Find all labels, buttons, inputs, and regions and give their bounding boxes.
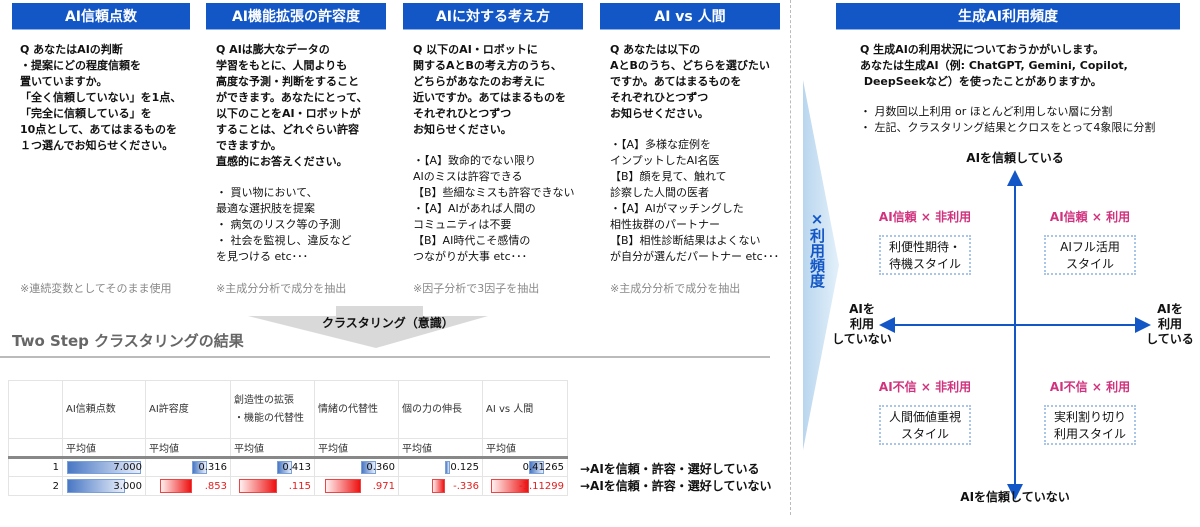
data-bar	[431, 479, 445, 493]
question-text: Q あなたは以下の AとBのうち、どちらを選びたい ですか。あてはまるものを そ…	[610, 43, 770, 120]
quadrant-style-box: AIフル活用 スタイル	[1044, 235, 1136, 275]
divider	[0, 356, 770, 358]
header-ai-trust: AI信頼点数	[12, 3, 190, 29]
value-cell: 0.316	[145, 457, 231, 477]
quadrant-style-box: 利便性期待・ 待機スタイル	[879, 235, 971, 275]
data-bar	[360, 461, 376, 474]
header-ai-attitude: AIに対する考え方	[403, 3, 583, 29]
value-cell: 3.000	[62, 476, 146, 496]
sub-header: 平均値	[145, 438, 231, 459]
data-bar	[325, 479, 361, 493]
value-text: 0.316	[198, 462, 227, 473]
quadrant-label: AI信頼 × 利用	[1049, 210, 1131, 224]
item-list: ・ 買い物において、 最適な選択肢を提案 ・ 病気のリスク等の予測 ・ 社会を監…	[216, 186, 352, 263]
cluster-id: 1	[8, 457, 63, 477]
value-cell: 0.360	[314, 457, 399, 477]
value-cell: -1.11299	[482, 476, 568, 496]
data-bar	[67, 461, 141, 474]
down-arrow-band	[248, 306, 488, 348]
data-bar	[192, 461, 208, 474]
method-note: ※連続変数としてそのまま使用	[20, 282, 172, 295]
sub-header: 平均値	[482, 438, 568, 459]
value-cell: 0.125	[398, 457, 483, 477]
data-bar	[67, 479, 126, 493]
quadrant-label: AI不信 × 利用	[1049, 380, 1131, 394]
data-bar	[276, 461, 292, 474]
sub-header: 平均値	[314, 438, 399, 459]
usage-frequency-label: ×利用頻度	[808, 210, 826, 288]
data-bar	[491, 479, 530, 493]
header-ai-tolerance: AI機能拡張の許容度	[206, 3, 386, 29]
col-header: AI信頼点数	[62, 380, 146, 439]
value-text: -.336	[453, 480, 479, 492]
value-cell: .853	[145, 476, 231, 496]
axis-label-right: AIを 利用 している	[1146, 302, 1194, 346]
value-text: -1.11299	[519, 480, 564, 492]
data-bar	[444, 461, 451, 474]
quadrant-label: AI信頼 × 非利用	[878, 210, 972, 224]
method-note: ※因子分析で3因子を抽出	[413, 282, 540, 295]
value-cell: -.336	[398, 476, 483, 496]
results-title: Two Step クラスタリングの結果	[12, 332, 244, 350]
value-text: .971	[372, 480, 395, 492]
value-text: 0.41265	[522, 462, 564, 473]
question-text: Q あなたはAIの判断 ・提案にどの程度信頼を 置いていますか。 「全く信頼して…	[20, 43, 182, 152]
corner-cell	[8, 438, 63, 459]
data-bar	[529, 461, 545, 474]
item-list: ・ 月数回以上利用 or ほとんど利用しない層に分割 ・ 左記、クラスタリング結…	[860, 105, 1156, 134]
method-note: ※主成分分析で成分を抽出	[216, 282, 347, 295]
col-header: 情緒の代替性	[314, 380, 399, 439]
value-cell: 7.000	[62, 457, 146, 477]
value-cell: .115	[230, 476, 315, 496]
usage-wedge	[803, 80, 839, 450]
col-header: 創造性の拡張 ・機能の代替性	[230, 380, 315, 439]
axis-label-top: AIを信頼している	[966, 151, 1064, 165]
item-list: ・【A】致命的でない限り AIのミスは許容できる 【B】些細なミスも許容できない…	[413, 154, 575, 263]
data-bar	[160, 479, 193, 493]
data-bar	[239, 479, 277, 493]
value-text: 7.000	[113, 462, 142, 473]
cluster-id: 2	[8, 476, 63, 496]
value-text: 0.360	[366, 462, 395, 473]
col-header: AI許容度	[145, 380, 231, 439]
value-cell: 0.41265	[482, 457, 568, 477]
col-header: AI vs 人間	[482, 380, 568, 439]
section-divider	[790, 0, 791, 515]
header-ai-vs-human: AI vs 人間	[600, 3, 780, 29]
method-note: ※主成分分析で成分を抽出	[610, 282, 741, 295]
quadrant-axes	[879, 170, 1151, 500]
question-text: Q AIは膨大なデータの 学習をもとに、人間よりも 高度な予測・判断をすること …	[216, 43, 368, 168]
axis-label-bottom: AIを信頼していない	[960, 490, 1070, 504]
value-cell: 0.413	[230, 457, 315, 477]
item-list: ・【A】多様な症例を インプットしたAI名医 【B】顔を見て、触れて 診察した人…	[610, 138, 780, 263]
quadrant-label: AI不信 × 非利用	[878, 380, 972, 394]
question-text: Q 生成AIの利用状況についておうかがいします。 あなたは生成AI（例: Cha…	[860, 43, 1128, 88]
value-text: .853	[204, 480, 227, 492]
value-text: 0.125	[450, 462, 479, 473]
value-text: .115	[288, 480, 311, 492]
quadrant-style-box: 人間価値重視 スタイル	[879, 405, 971, 445]
header-genai-usage: 生成AI利用頻度	[836, 3, 1180, 29]
table-row: 2 3.000 .853 .115 .971 -.336 -1.11299	[8, 476, 568, 496]
question-text: Q 以下のAI・ロボットに 関するAとBの考え方のうち、 どちらがあなたのお考え…	[413, 43, 567, 136]
sub-header: 平均値	[230, 438, 315, 459]
row-interpretation: →AIを信頼・許容・選好していない	[580, 479, 772, 493]
corner-cell	[8, 380, 63, 439]
quadrant-style-box: 実利割り切り 利用スタイル	[1044, 405, 1136, 445]
cluster-table: AI信頼点数 AI許容度 創造性の拡張 ・機能の代替性 情緒の代替性 個の力の伸…	[8, 380, 568, 496]
value-cell: .971	[314, 476, 399, 496]
sub-header: 平均値	[398, 438, 483, 459]
value-text: 3.000	[113, 480, 142, 492]
row-interpretation: →AIを信頼・許容・選好している	[580, 462, 760, 476]
table-row: 1 7.000 0.316 0.413 0.360 0.125 0.41265	[8, 457, 568, 477]
axis-label-left: AIを 利用 していない	[832, 302, 892, 346]
col-header: 個の力の伸長	[398, 380, 483, 439]
clustering-label: クラスタリング（意識）	[322, 316, 454, 330]
value-text: 0.413	[282, 462, 311, 473]
sub-header: 平均値	[62, 438, 146, 459]
